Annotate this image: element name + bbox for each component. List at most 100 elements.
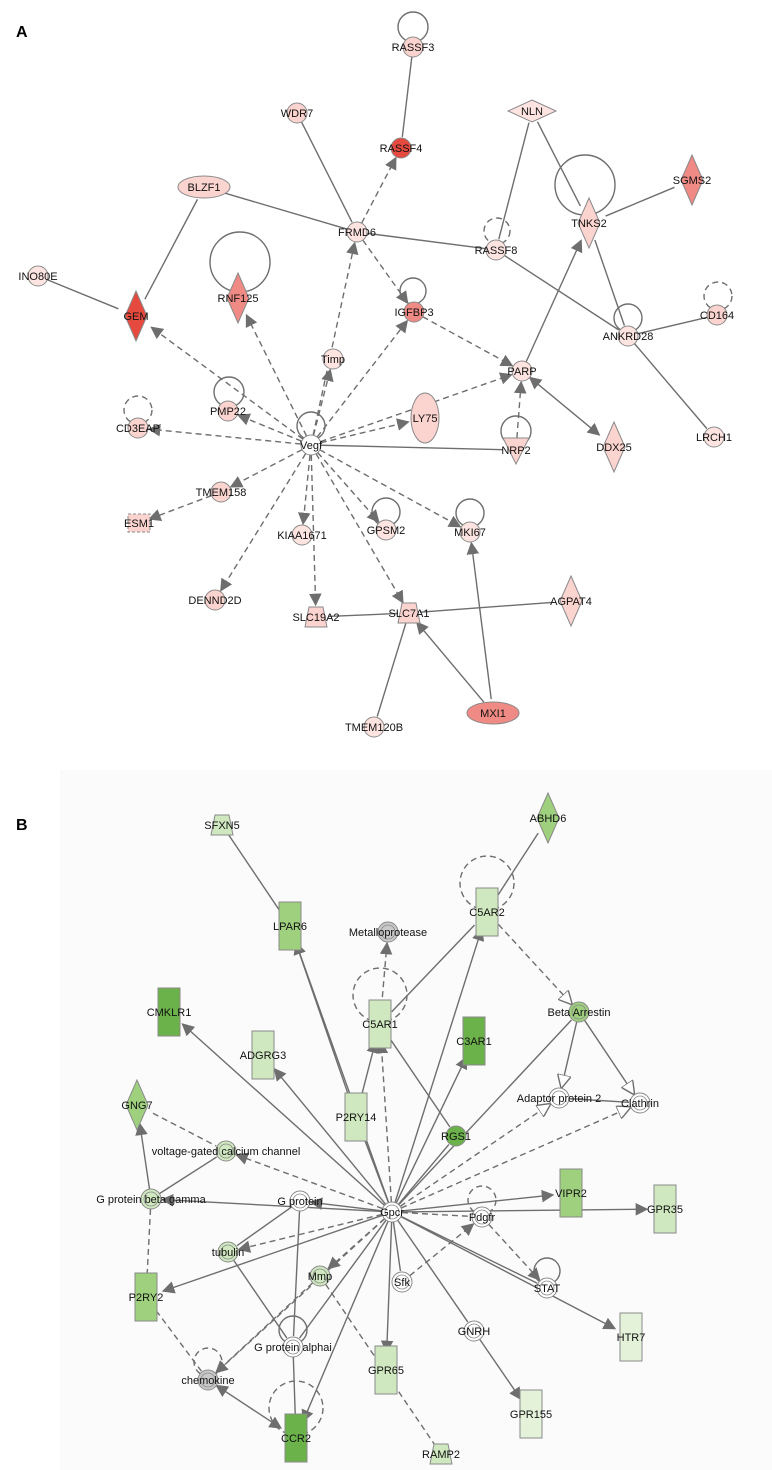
node-mxi1[interactable]: MXI1 (466, 701, 520, 725)
edge-gpcr-to-tubulin (237, 1213, 383, 1253)
node-gproteinalphai[interactable]: G protein alphai (254, 1336, 332, 1358)
node-gpr155[interactable]: GPR155 (510, 1389, 552, 1439)
node-ddx25[interactable]: DDX25 (596, 420, 632, 474)
node-shape-blzf1 (177, 175, 231, 199)
node-parp[interactable]: PARP (507, 360, 537, 382)
node-label-nln: NLN (521, 106, 543, 118)
node-p2ry2[interactable]: P2RY2 (129, 1272, 164, 1322)
node-p2ry14[interactable]: P2RY14 (336, 1092, 377, 1142)
node-slc7a1[interactable]: SLC7A1 (389, 602, 430, 624)
node-gpr65[interactable]: GPR65 (368, 1345, 404, 1395)
node-gpsm2[interactable]: GPSM2 (367, 519, 406, 541)
node-gproteinbetagamma[interactable]: G protein beta gamma (96, 1188, 207, 1210)
node-shape-ankrd28 (617, 325, 639, 347)
edge-c5ar2-to-betaarrestin (497, 924, 572, 1004)
node-ramp2[interactable]: RAMP2 (422, 1443, 460, 1465)
edge-gpcr-to-c5ar2 (394, 927, 485, 1203)
node-adgrg3[interactable]: ADGRG3 (240, 1030, 286, 1080)
node-shape-igfbp3 (403, 301, 425, 323)
node-pmp22[interactable]: PMP22 (210, 400, 246, 422)
node-sgms2[interactable]: SGMS2 (673, 153, 712, 207)
node-rassf4[interactable]: RASSF4 (380, 137, 423, 159)
node-rnf125[interactable]: RNF125 (218, 271, 259, 325)
node-vgcc[interactable]: voltage-gated calcium channel (152, 1140, 301, 1162)
edge-gpcr-to-cmklr1 (181, 1023, 386, 1206)
node-c5ar1[interactable]: C5AR1 (362, 999, 398, 1049)
node-cmklr1[interactable]: CMKLR1 (147, 987, 192, 1037)
node-lpar6[interactable]: LPAR6 (273, 901, 307, 951)
edge-mmp-to-chemokine (215, 1282, 314, 1374)
edge-ino80e-to-gem (46, 279, 119, 310)
node-ino80e[interactable]: INO80E (18, 265, 58, 287)
edge-adaptorprotein2-to-clathrin (568, 1097, 630, 1104)
node-rassf8[interactable]: RASSF8 (475, 239, 518, 261)
node-slc19a2[interactable]: SLC19A2 (292, 606, 340, 628)
edge-mxi1-to-mki67 (466, 541, 492, 700)
node-label-gng7: GNG7 (121, 1100, 152, 1112)
node-tmem158[interactable]: TMEM158 (196, 481, 247, 503)
panel-a-letter: A (16, 24, 28, 41)
node-shape-tmem158 (210, 481, 232, 503)
node-wdr7[interactable]: WDR7 (281, 102, 313, 124)
node-mmp[interactable]: Mmp (308, 1265, 332, 1287)
node-nln[interactable]: NLN (506, 99, 558, 123)
node-dennd2d[interactable]: DENND2D (188, 589, 242, 611)
node-tmem120b[interactable]: TMEM120B (345, 716, 403, 738)
node-c5ar2[interactable]: C5AR2 (469, 887, 505, 937)
node-adaptorprotein2[interactable]: Adaptor protein 2 (517, 1087, 601, 1109)
node-gprotein[interactable]: G protein (277, 1190, 323, 1212)
node-igfbp3[interactable]: IGFBP3 (394, 301, 434, 323)
node-metalloprotease[interactable]: Metalloprotease (349, 921, 427, 943)
node-timp[interactable]: Timp (321, 348, 345, 370)
node-blzf1[interactable]: BLZF1 (177, 175, 231, 199)
node-label-timp: Timp (321, 354, 345, 366)
node-mki67[interactable]: MKI67 (454, 521, 486, 543)
node-betaarrestin[interactable]: Beta Arrestin (548, 1001, 611, 1023)
node-vegf[interactable]: Vegf (300, 434, 323, 456)
edge-blzf1-to-frmd6 (217, 190, 347, 230)
node-kiaa1671[interactable]: KIAA1671 (277, 524, 327, 546)
node-cd3eap[interactable]: CD3EAP (116, 417, 160, 439)
edge-gproteinbetagamma-to-vgcc (159, 1156, 218, 1195)
node-shape-ddx25 (602, 420, 626, 474)
node-sfk[interactable]: Sfk (391, 1271, 413, 1293)
node-shape-htr7 (619, 1312, 643, 1362)
edge-gpcr-to-vipr2 (401, 1189, 555, 1212)
node-c3ar1[interactable]: C3AR1 (456, 1016, 492, 1066)
edge-chemokine-to-ccr2 (215, 1384, 283, 1429)
node-pdgfr[interactable]: Pdgfr (469, 1206, 496, 1228)
node-clathrin[interactable]: Clathrin (621, 1092, 659, 1114)
node-shape-ly75 (410, 392, 440, 444)
node-cd164[interactable]: CD164 (700, 304, 734, 326)
node-gpr35[interactable]: GPR35 (647, 1184, 683, 1234)
node-ankrd28[interactable]: ANKRD28 (603, 325, 654, 347)
node-esm1[interactable]: ESM1 (124, 513, 154, 533)
node-frmd6[interactable]: FRMD6 (338, 221, 376, 243)
node-rgs1[interactable]: RGS1 (441, 1125, 471, 1147)
node-tnks2[interactable]: TNKS2 (571, 196, 607, 250)
node-htr7[interactable]: HTR7 (617, 1312, 646, 1362)
node-ccr2[interactable]: CCR2 (281, 1413, 311, 1463)
node-tubulin[interactable]: tubulin (212, 1241, 244, 1263)
node-rassf3[interactable]: RASSF3 (392, 36, 435, 58)
node-gng7[interactable]: GNG7 (121, 1078, 153, 1132)
node-agpat4[interactable]: AGPAT4 (550, 574, 592, 628)
node-label-c5ar2: C5AR2 (469, 907, 504, 919)
node-label-rassf8: RASSF8 (475, 245, 518, 257)
edge-gpcr-to-clathrin (400, 1107, 630, 1209)
node-gpcr[interactable]: Gpcr (380, 1201, 404, 1223)
node-nrp2[interactable]: NRP2 (501, 437, 531, 466)
node-chemokine[interactable]: chemokine (181, 1369, 235, 1391)
node-label-tmem158: TMEM158 (196, 487, 247, 499)
node-abhd6[interactable]: ABHD6 (530, 791, 567, 845)
node-gem[interactable]: GEM (123, 289, 149, 343)
node-stat[interactable]: STAT (534, 1277, 561, 1299)
node-sfxn5[interactable]: SFXN5 (204, 814, 240, 836)
node-inner-ring (218, 1143, 234, 1159)
node-vipr2[interactable]: VIPR2 (555, 1168, 587, 1218)
node-gnrh[interactable]: GNRH (458, 1320, 490, 1342)
node-lrch1[interactable]: LRCH1 (696, 426, 732, 448)
node-ly75[interactable]: LY75 (410, 392, 440, 444)
edge-abhd6-to-c5ar2 (496, 832, 539, 898)
